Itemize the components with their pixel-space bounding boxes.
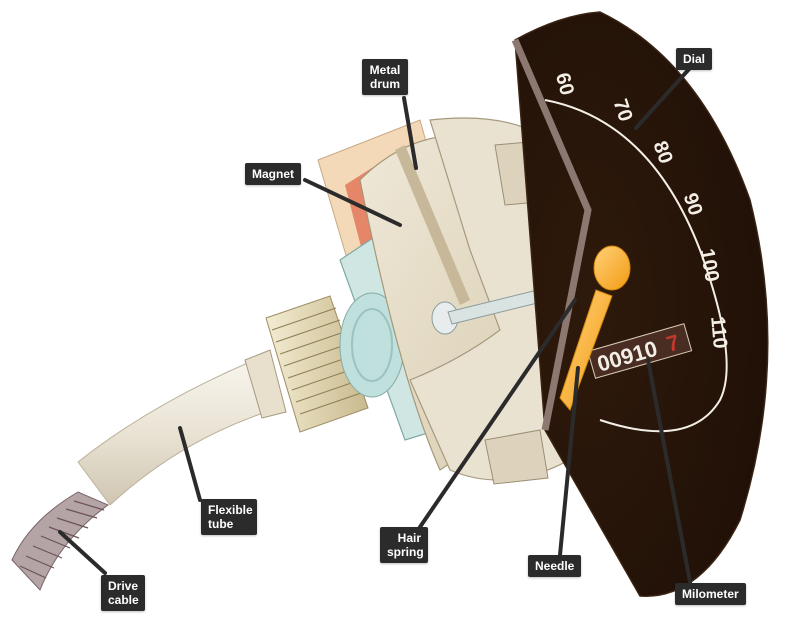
svg-text:110: 110 [706,315,731,349]
label-milometer: Milometer [675,583,746,605]
label-magnet: Magnet [245,163,301,185]
label-needle: Needle [528,555,582,577]
leader-lines [58,66,692,584]
dial-face: 60 70 80 90 100 110 00910 7 [511,11,769,597]
needle-part [559,245,631,411]
label-drive-cable: Drive cable [101,575,145,611]
label-flexible-tube: Flexible tube [201,499,257,535]
label-hair-spring: Hair spring [380,527,428,563]
label-dial: Dial [676,48,713,70]
label-metal-drum: Metal drum [362,59,408,95]
drive-cable-part [11,491,110,591]
